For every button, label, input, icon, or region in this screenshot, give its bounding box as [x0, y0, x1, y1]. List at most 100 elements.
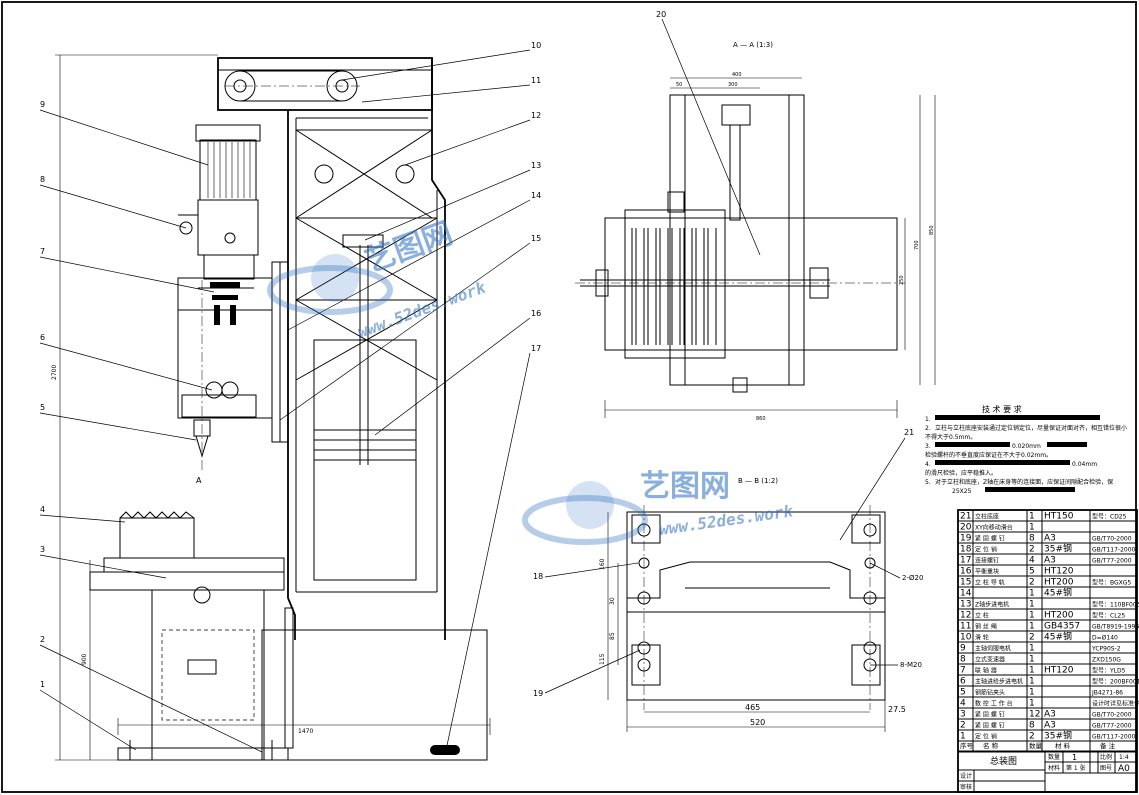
title-scale-value: 1:4	[1119, 754, 1129, 761]
dim-aa-width: 860	[756, 416, 766, 422]
bom-cell-name: 连接螺钉	[975, 557, 999, 565]
bom-cell-name: 定 位 销	[975, 733, 997, 741]
dim-bb-hole2: 8-M20	[900, 661, 922, 669]
bom-header-name: 名 称	[983, 741, 999, 750]
bom-cell-name: 立式变速器	[975, 656, 1005, 664]
bom-header-note: 备 注	[1100, 741, 1116, 750]
watermark-brand-1: 艺图网	[361, 216, 458, 280]
balloon-16: 16	[531, 309, 541, 318]
watermark-site-1: www.52des.work	[355, 277, 490, 341]
bom-cell-qty: 4	[1029, 556, 1035, 566]
bom-cell-no: 1	[960, 732, 966, 742]
balloon-9: 9	[40, 100, 45, 109]
dim-bb-hole1: 2-Ø20	[902, 574, 923, 582]
bom-cell-note: GB/T117-2000	[1092, 734, 1136, 741]
bom-cell-qty: 8	[1029, 534, 1035, 544]
title-design-label: 设计	[960, 772, 972, 780]
bom-cell-no: 16	[960, 567, 972, 577]
front-view: A	[55, 54, 491, 761]
bom-cell-name: 平衡重块	[975, 568, 999, 576]
dim-overall-height: 2700	[51, 365, 58, 380]
note-5b-text: 25X25	[952, 488, 972, 495]
bom-cell-note: JB4271-86	[1091, 690, 1123, 697]
bom-cell-name: 立 柱 导 轨	[975, 579, 1005, 587]
bom-cell-qty: 1	[1029, 611, 1035, 621]
bom-cell-note: 型号：110BF003	[1092, 601, 1139, 609]
bom-cell-mat: 45#钢	[1044, 587, 1072, 599]
bom-cell-no: 8	[960, 655, 966, 665]
note-1-num: 1.	[925, 416, 931, 423]
dim-lower-height: 900	[81, 653, 88, 665]
front-view-dims: 2700 900 1470	[51, 365, 313, 735]
note-3b-text: 检验螺杆的不垂直度应保证在不大于0.02mm。	[925, 451, 1052, 459]
bom-cell-qty: 1	[1029, 644, 1035, 654]
bom-cell-qty: 1	[1029, 688, 1035, 698]
balloon-10: 10	[531, 41, 541, 50]
bom-cell-no: 14	[960, 589, 972, 599]
note-2-text: 立柱与立柱底座安装通过定位销定位，尽量保证对面对齐，相互错位很小	[935, 424, 1127, 432]
bom-cell-mat: A3	[1044, 710, 1056, 720]
note-3-text: 0.020mm	[1012, 443, 1041, 450]
balloon-7: 7	[40, 247, 45, 256]
bom-cell-mat: A3	[1044, 534, 1056, 544]
bom-cell-qty: 1	[1029, 677, 1035, 687]
bom-cell-no: 17	[960, 556, 971, 566]
bom-cell-qty: 1	[1029, 699, 1035, 709]
balloon-18: 18	[533, 572, 543, 581]
balloon-14: 14	[531, 191, 541, 200]
bom-cell-mat: HT120	[1044, 567, 1074, 577]
bom-cell-note: GB/T77-2000	[1092, 723, 1132, 730]
balloon-labels: 9 8 7 6 5 4 3 2 1 10 11 12 13 14 15 16 1…	[40, 41, 541, 689]
dim-bb-115: 115	[599, 653, 606, 665]
bom-cell-note: GB/T8919-1996	[1092, 624, 1139, 631]
title-material-label: 材料	[1048, 764, 1060, 772]
watermark-brand-2: 艺图网	[640, 469, 730, 504]
bom-cell-note: 型号：YLD5	[1092, 667, 1126, 675]
bom-cell-mat: HT200	[1044, 611, 1074, 621]
title-check-label: 审核	[960, 783, 972, 791]
bom-cell-no: 19	[960, 534, 972, 544]
bom-cell-qty: 1	[1029, 666, 1035, 676]
bom-cell-qty: 1	[1029, 523, 1035, 533]
bom-cell-note: ZXD150G	[1092, 657, 1121, 664]
bom-header-mat: 材 料	[1055, 741, 1071, 750]
bom-cell-qty: 12	[1029, 710, 1040, 720]
note-5-text: 对于立柱和底座，Z轴在床身等的连接面，应保证间隙配合检验，保	[935, 478, 1113, 486]
bom-cell-name: 主轴进给步进电机	[975, 678, 1023, 686]
bom-cell-no: 3	[960, 710, 966, 720]
dim-aa-850: 850	[929, 225, 935, 235]
balloon-13: 13	[531, 161, 541, 170]
note-4b-text: 的滑尺检验，应平稳推入。	[925, 469, 997, 477]
bom-cell-no: 4	[960, 699, 966, 709]
balloon-5: 5	[40, 403, 45, 412]
balloon-8: 8	[40, 175, 45, 184]
bom-cell-note: 型号：CL25	[1092, 612, 1125, 620]
bom-header-qty: 数量	[1029, 741, 1043, 750]
title-block-title: 总装图	[990, 755, 1017, 767]
balloon-20: 20	[656, 10, 666, 19]
bom-cell-qty: 1	[1029, 622, 1035, 632]
bom-cell-no: 15	[960, 578, 971, 588]
view-arrow-a: A	[196, 476, 202, 485]
bom-cell-qty: 5	[1029, 567, 1035, 577]
bom-cell-note: 型号：BGXG5	[1092, 579, 1131, 587]
bom-cell-qty: 2	[1029, 633, 1035, 643]
section-bb-title: B — B (1:2)	[738, 477, 778, 485]
dim-aa-400: 400	[732, 72, 742, 78]
balloon-17: 17	[531, 344, 541, 353]
dim-overall-width: 1470	[298, 728, 313, 735]
dim-aa-50: 50	[676, 82, 682, 88]
bom-cell-mat: 45#钢	[1044, 631, 1072, 643]
bom-cell-note: GB/T77-2000	[1092, 558, 1132, 565]
bom-cell-mat: HT150	[1044, 512, 1074, 522]
tech-notes: 技 术 要 求 1. 2. 立柱与立柱底座安装通过定位销定位，尽量保证对面对齐，…	[925, 404, 1127, 495]
watermark-2: 艺图网 www.52des.work	[522, 469, 795, 545]
bom-cell-name: 立柱底座	[975, 513, 999, 521]
bom-cell-name: XY向移动滑台	[975, 524, 1013, 532]
title-qty-label: 数量	[1048, 753, 1060, 761]
bom-cell-mat: HT120	[1044, 666, 1074, 676]
bom-cell-name: 数 控 工 作 台	[975, 700, 1013, 708]
